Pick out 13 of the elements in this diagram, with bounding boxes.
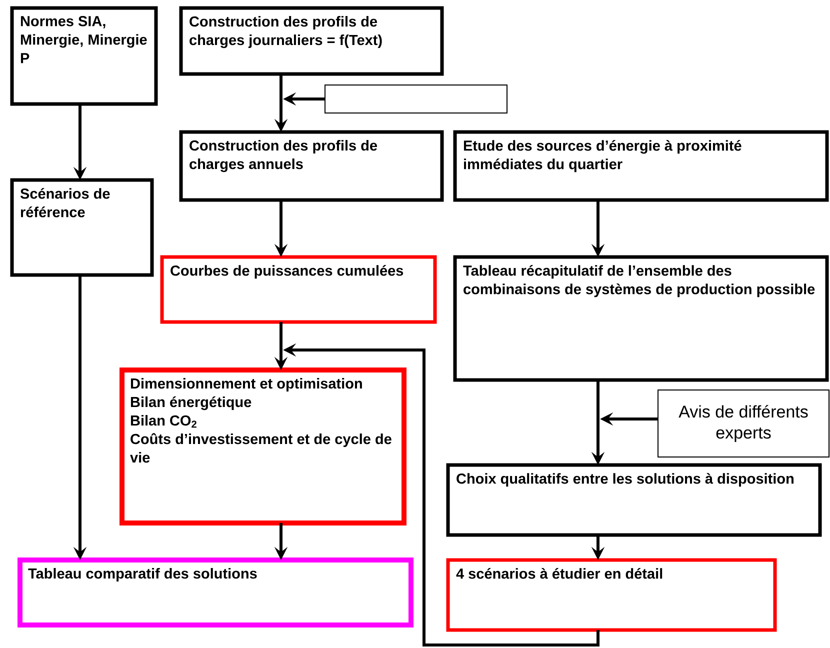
process-box: Scénarios de référence: [10, 178, 154, 277]
process-box: 4 scénarios à étudier en détail: [446, 558, 777, 632]
process-box: Courbes de puissances cumulées: [160, 255, 437, 324]
process-box: Tableau comparatif des solutions: [18, 558, 414, 628]
process-box: Construction des profils de charges journaliers = f(Text): [179, 6, 444, 76]
process-box: Construction des profils de charges annuels: [179, 130, 444, 202]
empty-box: [324, 84, 508, 114]
process-box: Etude des sources d’énergie à proximité immédiates du quartier: [453, 130, 829, 202]
process-box: Normes SIA, Minergie, Minergie P: [10, 6, 158, 106]
process-box: Dimensionnement et optimisation Bilan énergétique Bilan CO$_{2}$ Coûts d’investissement et de cycle de vie: [120, 368, 406, 526]
process-box: Tableau récapitulatif de l’ensemble des combinaisons de systèmes de production possible: [453, 255, 829, 382]
process-box: Choix qualitatifs entre les solutions à disposition: [446, 463, 822, 537]
input-box: Avis de différents experts: [658, 390, 830, 458]
